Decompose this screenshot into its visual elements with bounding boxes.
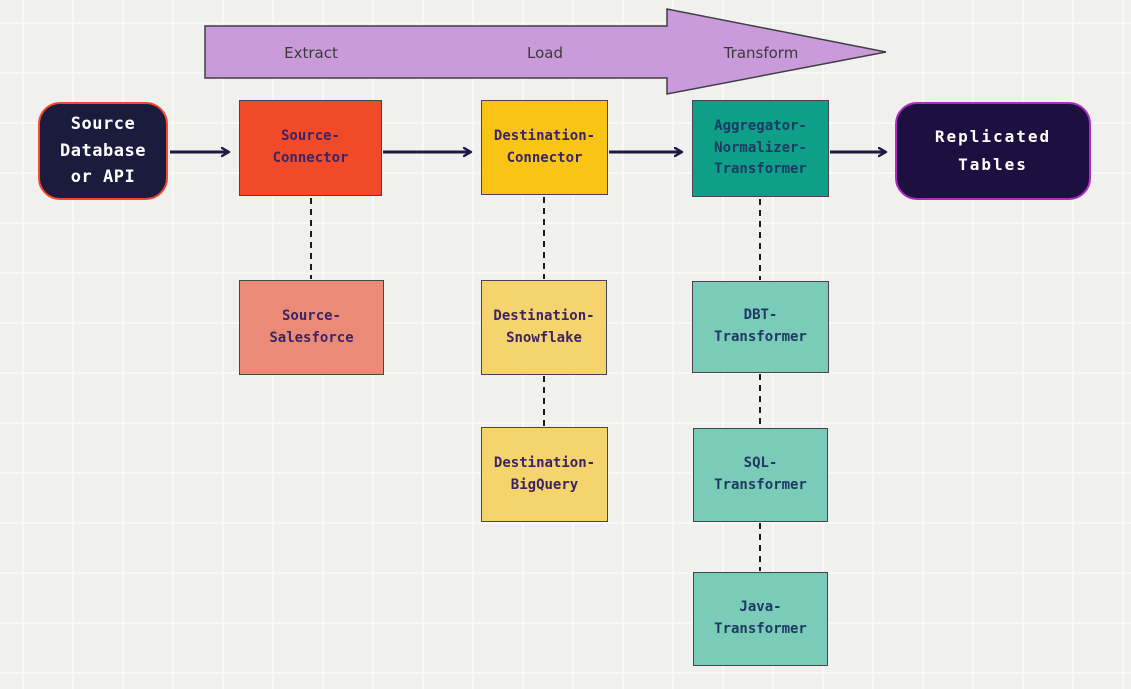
node-destination-connector-label: Destination- Connector [493,127,596,166]
node-source-connector-label: Source- Connector [272,128,349,166]
node-java-transformer-label: Java- Transformer [714,599,807,637]
node-sql-transformer[interactable]: SQL- Transformer [693,428,828,522]
node-replicated-tables-label: Replicated Tables [934,127,1052,174]
node-destination-bigquery[interactable]: Destination- BigQuery [481,427,608,522]
stage-label-transform: Transform [723,44,799,62]
node-source-salesforce-label: Source- Salesforce [269,307,354,346]
node-aggregator-normalizer-transformer-label: Aggregator- Normalizer- Transformer [714,117,807,178]
node-java-transformer[interactable]: Java- Transformer [693,572,828,666]
node-destination-bigquery-label: Destination- BigQuery [493,454,596,493]
node-sql-transformer-label: SQL- Transformer [714,455,807,493]
node-source-database[interactable]: Source Database or API [38,102,168,200]
node-source-connector[interactable]: Source- Connector [239,100,382,196]
node-destination-snowflake[interactable]: Destination- Snowflake [481,280,607,375]
stage-label-extract: Extract [284,44,338,62]
node-aggregator-normalizer-transformer[interactable]: Aggregator- Normalizer- Transformer [692,100,829,197]
node-replicated-tables[interactable]: Replicated Tables [895,102,1091,200]
node-source-database-label: Source Database or API [60,114,146,188]
node-source-salesforce[interactable]: Source- Salesforce [239,280,384,375]
stage-label-load: Load [527,44,563,62]
elt-stage-arrow[interactable] [204,8,887,95]
node-dbt-transformer[interactable]: DBT- Transformer [692,281,829,373]
node-destination-snowflake-label: Destination- Snowflake [493,307,595,346]
node-destination-connector[interactable]: Destination- Connector [481,100,608,195]
node-dbt-transformer-label: DBT- Transformer [714,307,807,345]
